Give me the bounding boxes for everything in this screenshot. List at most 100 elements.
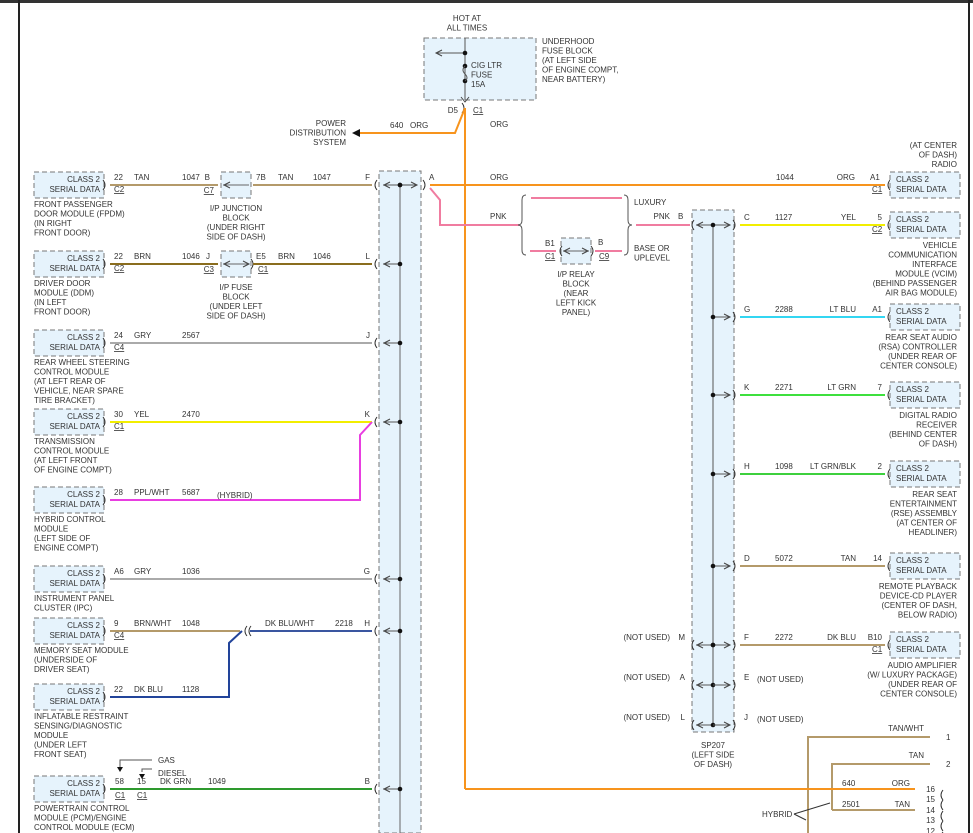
connector-symbol [732, 468, 736, 480]
underhood-fuse-block-label: FUSE BLOCK [542, 47, 593, 56]
connector-symbol [102, 258, 106, 270]
connector-symbol [691, 639, 695, 651]
module-connector-label: C2 [114, 185, 125, 194]
wire-tan [831, 763, 930, 810]
connector-symbol [422, 179, 426, 191]
module-box-label: SERIAL DATA [49, 500, 100, 509]
splice-pin-label: J [366, 331, 370, 340]
fuse-supply-label: ALL TIMES [447, 24, 487, 33]
connector-symbol [732, 679, 736, 691]
connector-symbol [102, 494, 106, 506]
arrow-icon [382, 418, 391, 426]
sp207-label: (LEFT SIDE [692, 751, 735, 760]
module-box-label: CLASS 2 [67, 621, 100, 630]
module-box-label: CLASS 2 [896, 385, 929, 394]
wire-color-label: DK GRN [160, 777, 191, 786]
left-module-name: POWERTRAIN CONTROL [34, 804, 130, 813]
module-connector-label: C2 [872, 225, 883, 234]
connector-symbol [374, 179, 378, 191]
module-connector-label: C1 [872, 645, 883, 654]
splice-pin-label: G [364, 567, 370, 576]
radio-label: RADIO [932, 160, 957, 169]
arrow-icon [382, 575, 391, 583]
splice-dot [397, 628, 403, 634]
connector-symbol [940, 799, 944, 811]
inline-pin-label: B [205, 173, 210, 182]
splice-pin-label: F [365, 173, 370, 182]
right-module-name: DIGITAL RADIO [899, 411, 957, 420]
splice-dot [397, 786, 403, 792]
wire-circuit-label: 2271 [775, 383, 793, 392]
right-module-name: DEVICE-CD PLAYER [880, 592, 957, 601]
right-module-box [889, 381, 961, 409]
splice-dot [397, 419, 403, 425]
connector-symbol [691, 219, 695, 231]
right-module-name: VEHICLE [923, 241, 957, 250]
fuse-pin-label: D5 [448, 106, 459, 115]
not-used-label: (NOT USED) [757, 675, 804, 684]
right-module-name: BELOW RADIO) [898, 611, 957, 620]
arrow-icon [695, 681, 704, 689]
left-module-name: MEMORY SEAT MODULE [34, 646, 129, 655]
not-used-label: (NOT USED) [623, 673, 670, 682]
inline-block-label: (UNDER LEFT [210, 302, 263, 311]
splice-pin-label: F [744, 633, 749, 642]
connector-pin-label: 16 [926, 785, 935, 794]
wire-circuit-label: 1036 [182, 567, 200, 576]
splice-dot [710, 471, 716, 477]
splice-dot [397, 261, 403, 267]
wire-color-label: ORG [837, 173, 855, 182]
connector-symbol [887, 468, 891, 480]
wire-circuit-label: 1047 [313, 173, 331, 182]
left-module-name: FRONT DOOR) [34, 308, 91, 317]
sp207-label: SP207 [701, 741, 726, 750]
connector-symbol [732, 311, 736, 323]
module-box-label: CLASS 2 [896, 175, 929, 184]
relay-connector-label: C1 [545, 252, 556, 261]
arrow-icon [695, 221, 704, 229]
left-module-name: REAR WHEEL STEERING [34, 358, 130, 367]
right-module-box [889, 631, 961, 659]
right-module-name: INTERFACE [912, 260, 957, 269]
wire-color-label: TAN/WHT [888, 724, 924, 733]
connector-symbol [887, 311, 891, 323]
inline-connector-label: C3 [204, 265, 215, 274]
splice-dot [397, 576, 403, 582]
arrow-icon [723, 313, 732, 321]
splice-pin-label: E [744, 673, 749, 682]
splice-pin-label: A [680, 673, 686, 682]
right-module-name: REAR SEAT AUDIO [885, 333, 957, 342]
module-connector-label: C1 [872, 185, 883, 194]
arrow-icon [723, 681, 732, 689]
hybrid-pointer [793, 802, 831, 815]
module-box-label: CLASS 2 [896, 556, 929, 565]
left-module-name: MODULE [34, 525, 68, 534]
module-pin-label: 22 [114, 252, 123, 261]
module-pin-label: 22 [114, 685, 123, 694]
wire-circuit-label: 1046 [182, 252, 200, 261]
connector-symbol [374, 573, 378, 585]
connector-symbol [732, 719, 736, 731]
wire-color-label: BRN [278, 252, 295, 261]
module-pin-label: B10 [868, 633, 883, 642]
power-distribution-label: POWER [316, 119, 346, 128]
fuse-supply-label: HOT AT [453, 14, 481, 23]
wire-color-label: PNK [654, 212, 671, 221]
wire-color-label: LT BLU [830, 305, 857, 314]
module-box-label: CLASS 2 [896, 635, 929, 644]
power-distribution-label: SYSTEM [313, 138, 346, 147]
right-module-name: COMMUNICATION [888, 251, 957, 260]
inline-pin-label: J [206, 252, 210, 261]
sp207-label: OF DASH) [694, 760, 733, 769]
splice-pin-label: M [678, 633, 685, 642]
connector-symbol [732, 219, 736, 231]
ip-relay-block-label: BLOCK [562, 280, 590, 289]
connector-symbol [374, 783, 378, 795]
module-connector-label: C1 [115, 791, 126, 800]
left-module-name: INFLATABLE RESTRAINT [34, 712, 129, 721]
left-module-name: FRONT DOOR) [34, 229, 91, 238]
left-module-name: (IN RIGHT [34, 219, 72, 228]
underhood-fuse-block-label: NEAR BATTERY) [542, 75, 606, 84]
module-box-label: CLASS 2 [67, 254, 100, 263]
left-module-box [33, 565, 105, 593]
